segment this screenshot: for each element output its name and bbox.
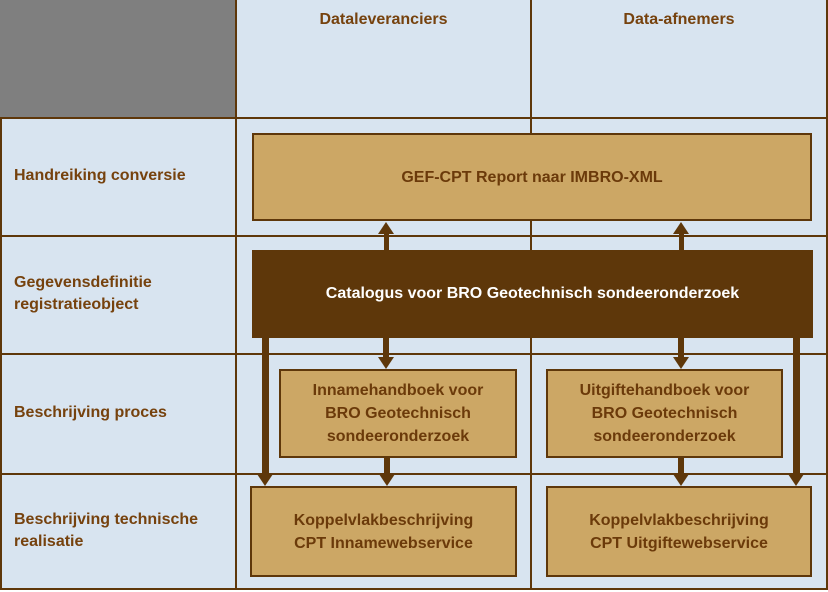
arrow-shaft	[262, 336, 269, 476]
box-uitgiftehandboek: Uitgiftehandboek voor BRO Geotechnisch s…	[546, 369, 783, 458]
box-koppelvlak-uitgiftewebservice: Koppelvlakbeschrijving CPT Uitgiftewebse…	[546, 486, 812, 577]
box-koppelvlak-innamewebservice: Koppelvlakbeschrijving CPT Innamewebserv…	[250, 486, 517, 577]
box-catalogus-bro-geotechnisch-sondeeronderzoek: Catalogus voor BRO Geotechnisch sondeero…	[252, 250, 813, 338]
arrow-shaft	[678, 338, 684, 358]
grid-line-row-2	[0, 235, 828, 237]
arrow-down-icon	[378, 357, 394, 369]
corner-cell	[0, 0, 235, 117]
arrow-down-icon	[257, 474, 273, 486]
arrow-down-icon	[788, 474, 804, 486]
row-label-handreiking-conversie: Handreiking conversie	[14, 167, 186, 184]
grid-line-row-3	[0, 353, 828, 355]
row-label-beschrijving-proces: Beschrijving proces	[14, 404, 167, 421]
grid-line-row-4	[0, 473, 828, 475]
column-header-dataleveranciers: Dataleveranciers	[319, 11, 448, 28]
grid-line-bottom-border	[0, 588, 828, 590]
arrow-shaft	[384, 458, 390, 476]
arrow-down-icon	[673, 474, 689, 486]
grid-line-right-border	[826, 0, 828, 590]
arrow-down-icon	[379, 474, 395, 486]
arrow-shaft	[383, 338, 389, 358]
column-header-data-afnemers: Data-afnemers	[623, 11, 735, 28]
arrow-shaft	[678, 458, 684, 476]
arrow-down-icon	[673, 357, 689, 369]
arrow-shaft	[793, 336, 800, 476]
arrow-up-icon	[673, 222, 689, 234]
arrow-shaft	[679, 233, 684, 250]
grid-line-row-1	[0, 117, 828, 119]
row-label-beschrijving-technische-realisatie: Beschrijving technische realisatie	[14, 510, 199, 550]
arrow-up-icon	[378, 222, 394, 234]
row-label-gegevensdefinitie-registratieobject: Gegevensdefinitie registratieobject	[14, 274, 152, 313]
arrow-shaft	[384, 233, 389, 250]
box-innamehandboek: Innamehandboek voor BRO Geotechnisch son…	[279, 369, 517, 458]
grid-line-col-1	[235, 0, 237, 590]
box-gef-cpt-report-naar-imbro-xml: GEF-CPT Report naar IMBRO-XML	[252, 133, 812, 221]
